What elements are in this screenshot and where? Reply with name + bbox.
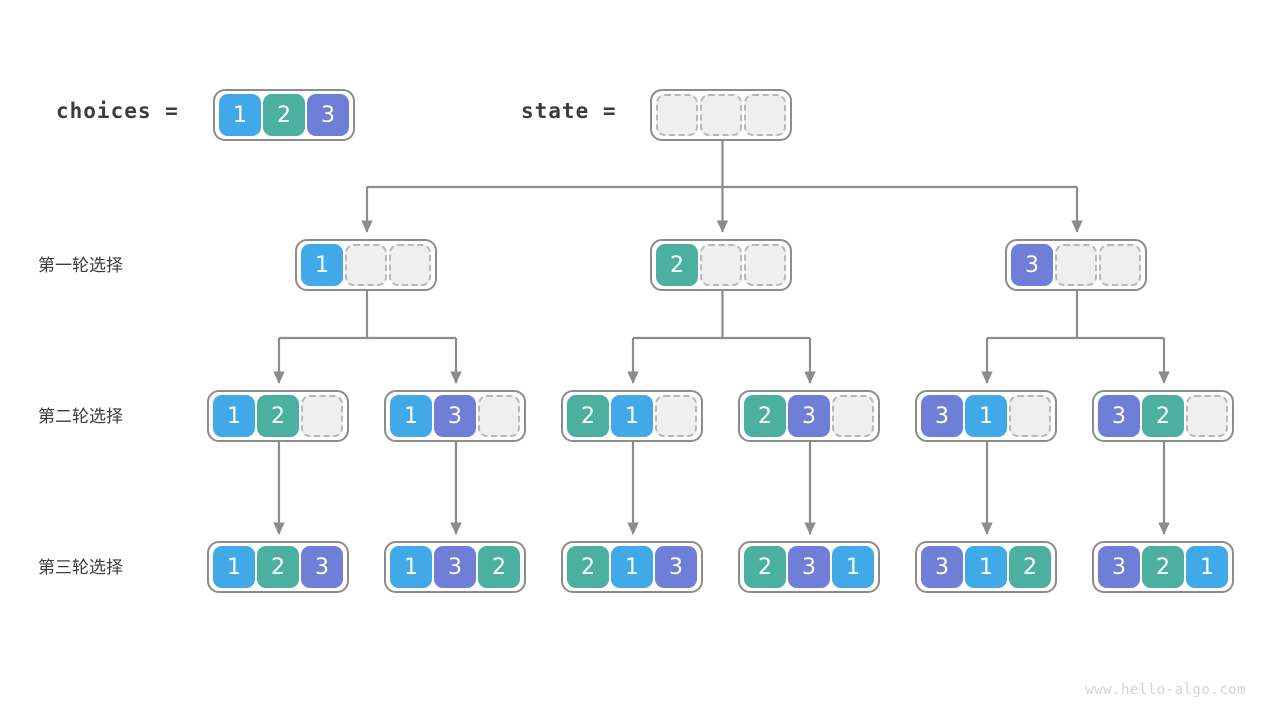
- array-cell-filled: 3: [788, 395, 830, 437]
- array-cell-filled: 1: [965, 395, 1007, 437]
- array-cell-empty: [700, 94, 742, 136]
- array-cell-filled: 2: [257, 546, 299, 588]
- array-cell-filled: 1: [213, 395, 255, 437]
- array-cell-filled: 1: [213, 546, 255, 588]
- array-cell-empty: [478, 395, 520, 437]
- array-cell-filled: 2: [1009, 546, 1051, 588]
- row-caption-round-3: 第三轮选择: [38, 558, 123, 578]
- array-cell-filled: 3: [921, 395, 963, 437]
- array-cell-filled: 2: [744, 546, 786, 588]
- array-cell-filled: 2: [744, 395, 786, 437]
- array-cell-filled: 2: [478, 546, 520, 588]
- array-cell-filled: 3: [1098, 546, 1140, 588]
- array-cell-empty: [700, 244, 742, 286]
- array-cell-filled: 3: [1098, 395, 1140, 437]
- array-cell-filled: 2: [257, 395, 299, 437]
- array-cell-filled: 2: [1142, 395, 1184, 437]
- array-cell-filled: 3: [655, 546, 697, 588]
- array-cell-empty: [301, 395, 343, 437]
- array-cell-empty: [345, 244, 387, 286]
- choices-label: choices =: [56, 99, 179, 123]
- array-cell-filled: 1: [219, 94, 261, 136]
- array-cell-filled: 1: [390, 395, 432, 437]
- array-cell-filled: 3: [788, 546, 830, 588]
- array-cell-filled: 1: [832, 546, 874, 588]
- array-cell-empty: [1055, 244, 1097, 286]
- array-cell-filled: 3: [307, 94, 349, 136]
- array-cell-filled: 1: [390, 546, 432, 588]
- array-cell-filled: 1: [1186, 546, 1228, 588]
- array-cell-filled: 2: [567, 546, 609, 588]
- array-cell-filled: 3: [434, 546, 476, 588]
- array-cell-filled: 2: [263, 94, 305, 136]
- array-cell-empty: [744, 94, 786, 136]
- state-array: [650, 89, 792, 141]
- state-node-round-1: 2: [650, 239, 792, 291]
- state-node-round-1: 1: [295, 239, 437, 291]
- array-cell-filled: 3: [434, 395, 476, 437]
- array-cell-filled: 3: [1011, 244, 1053, 286]
- array-cell-filled: 3: [921, 546, 963, 588]
- array-cell-empty: [1009, 395, 1051, 437]
- array-cell-filled: 2: [1142, 546, 1184, 588]
- array-cell-filled: 1: [301, 244, 343, 286]
- row-caption-round-1: 第一轮选择: [38, 256, 123, 276]
- site-watermark: www.hello-algo.com: [1085, 682, 1246, 698]
- row-caption-round-2: 第二轮选择: [38, 407, 123, 427]
- array-cell-empty: [389, 244, 431, 286]
- array-cell-filled: 1: [965, 546, 1007, 588]
- array-cell-filled: 1: [611, 395, 653, 437]
- array-cell-filled: 3: [301, 546, 343, 588]
- array-cell-empty: [832, 395, 874, 437]
- array-cell-filled: 2: [656, 244, 698, 286]
- array-cell-empty: [656, 94, 698, 136]
- array-cell-filled: 2: [567, 395, 609, 437]
- array-cell-empty: [1099, 244, 1141, 286]
- state-label: state =: [521, 99, 617, 123]
- array-cell-empty: [655, 395, 697, 437]
- state-node-round-1: 3: [1005, 239, 1147, 291]
- array-cell-empty: [1186, 395, 1228, 437]
- array-cell-filled: 1: [611, 546, 653, 588]
- array-cell-empty: [744, 244, 786, 286]
